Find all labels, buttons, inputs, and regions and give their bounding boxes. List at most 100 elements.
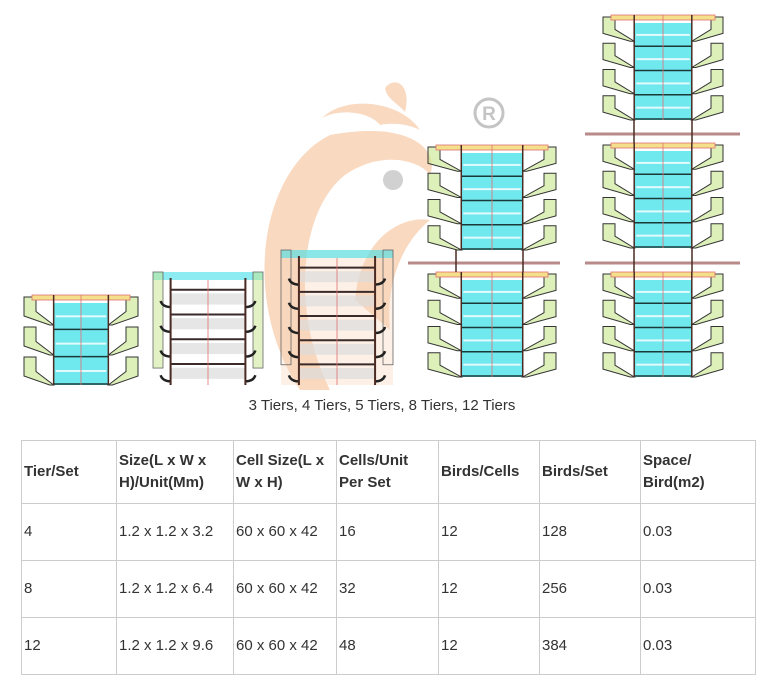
cage-tiers-diagram: R <box>23 14 740 391</box>
right-bracket <box>690 170 724 196</box>
table-row: 12 1.2 x 1.2 x 9.6 60 x 60 x 42 48 12 38… <box>21 617 756 675</box>
right-bracket <box>690 197 724 223</box>
header-cell-size: Cell Size(L x W x H) <box>233 440 337 504</box>
logo-eye <box>383 170 403 190</box>
cell-cells-per-set: 16 <box>336 503 439 561</box>
egg-lip <box>375 326 387 335</box>
right-bracket <box>520 326 557 352</box>
cell-cell-size: 60 x 60 x 42 <box>233 617 337 675</box>
egg-lip <box>287 278 299 286</box>
cage-block <box>427 144 557 251</box>
left-bracket <box>602 299 636 325</box>
right-bracket <box>690 223 724 249</box>
right-bracket <box>690 273 724 299</box>
header-tier-set: Tier/Set <box>21 440 117 504</box>
table-row: 4 1.2 x 1.2 x 3.2 60 x 60 x 42 16 12 128… <box>21 503 756 561</box>
top-rail <box>153 272 263 280</box>
cage-block <box>280 249 394 385</box>
svg-text:R: R <box>482 104 496 125</box>
cage-block <box>152 271 264 385</box>
egg-lip <box>375 350 387 359</box>
cell-cell-size: 60 x 60 x 42 <box>233 503 337 561</box>
cell-birds-per-cell: 12 <box>438 617 540 675</box>
egg-lip <box>287 374 299 383</box>
egg-lip <box>287 326 299 335</box>
diagram-12-tiers <box>585 14 740 378</box>
cage-block <box>602 142 724 249</box>
right-bracket <box>690 352 724 378</box>
left-bracket <box>602 326 636 352</box>
left-bracket <box>427 146 464 172</box>
left-bracket <box>427 199 464 225</box>
left-bracket <box>602 69 636 95</box>
left-bracket <box>602 197 636 223</box>
egg-lip <box>287 350 299 359</box>
table-header-row: Tier/Set Size(L x W x H)/Unit(Mm) Cell S… <box>21 440 756 504</box>
cage-spec-table: Tier/Set Size(L x W x H)/Unit(Mm) Cell S… <box>21 440 756 675</box>
left-bracket <box>23 326 56 356</box>
header-unit-size: Size(L x W x H)/Unit(Mm) <box>116 440 234 504</box>
cell-birds-per-cell: 12 <box>438 503 540 561</box>
egg-lip <box>159 325 171 334</box>
header-birds-per-set: Birds/Set <box>539 440 641 504</box>
diagram-4-tiers <box>152 271 264 385</box>
cell-cells-per-set: 32 <box>336 560 439 618</box>
diagram-8-tiers <box>408 144 560 378</box>
cage-block <box>602 14 724 121</box>
left-bracket <box>602 170 636 196</box>
egg-lip <box>375 302 387 311</box>
cell-unit-size: 1.2 x 1.2 x 9.6 <box>116 617 234 675</box>
egg-lip <box>159 350 171 358</box>
cell-tier-set: 8 <box>21 560 117 618</box>
egg-lip <box>245 300 257 309</box>
table-row: 8 1.2 x 1.2 x 6.4 60 x 60 x 42 32 12 256… <box>21 560 756 618</box>
left-side <box>152 271 164 369</box>
header-birds-per-cell: Birds/Cells <box>438 440 540 504</box>
left-bracket <box>602 352 636 378</box>
right-bracket <box>520 225 557 251</box>
right-side <box>252 271 264 369</box>
header-cells-per-set: Cells/Unit Per Set <box>336 440 439 504</box>
left-bracket <box>427 273 464 299</box>
registered-mark-icon: R <box>473 97 505 129</box>
right-bracket <box>106 356 139 386</box>
cell-space-per-bird: 0.03 <box>640 617 756 675</box>
cell-birds-per-set: 256 <box>539 560 641 618</box>
left-bracket <box>427 172 464 198</box>
right-bracket <box>520 172 557 198</box>
right-bracket <box>690 69 724 95</box>
right-bracket <box>690 16 724 42</box>
top-rail <box>281 250 393 258</box>
cell-unit-size: 1.2 x 1.2 x 3.2 <box>116 503 234 561</box>
egg-lip <box>375 278 387 286</box>
cell-cells-per-set: 48 <box>336 617 439 675</box>
left-bracket <box>23 296 56 326</box>
left-bracket <box>602 144 636 170</box>
cell-tier-set: 4 <box>21 503 117 561</box>
logo-feather <box>385 82 407 112</box>
egg-lip <box>287 302 299 311</box>
left-bracket <box>427 299 464 325</box>
right-bracket <box>520 352 557 378</box>
egg-lip <box>159 300 171 309</box>
logo-head <box>322 103 420 130</box>
cage-block <box>602 271 724 378</box>
right-bracket <box>520 299 557 325</box>
egg-lip <box>245 325 257 334</box>
left-bracket <box>23 356 56 386</box>
cell-unit-size: 1.2 x 1.2 x 6.4 <box>116 560 234 618</box>
right-bracket <box>520 199 557 225</box>
egg-lip <box>375 374 387 383</box>
cell-birds-per-cell: 12 <box>438 560 540 618</box>
left-bracket <box>602 42 636 68</box>
egg-lip <box>245 374 257 383</box>
left-bracket <box>427 352 464 378</box>
right-bracket <box>106 296 139 326</box>
cell-space-per-bird: 0.03 <box>640 560 756 618</box>
right-bracket <box>690 95 724 121</box>
figure-caption: 3 Tiers, 4 Tiers, 5 Tiers, 8 Tiers, 12 T… <box>248 397 516 414</box>
left-bracket <box>602 223 636 249</box>
diagram-5-tiers <box>280 249 394 385</box>
right-bracket <box>690 299 724 325</box>
right-bracket <box>690 42 724 68</box>
